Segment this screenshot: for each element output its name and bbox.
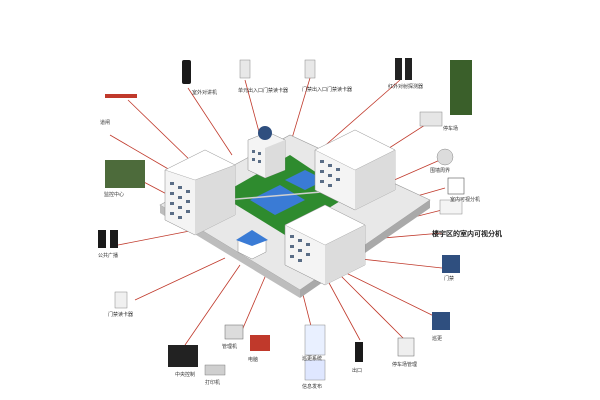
access-icon [442,255,460,273]
speaker-icon [98,230,106,248]
line-l5 [134,257,226,301]
label-top4: 红外对射探测器 [388,84,424,90]
label-bottom4: 打印机 [205,380,221,386]
label-bottom6: 信息发布 [302,384,323,390]
label-top2: 单元出入口门禁读卡器 [238,88,289,94]
building-left [164,149,236,236]
line-b2 [239,269,269,336]
label-bottom2: 管理机 [222,344,238,350]
patrol-icon [432,312,450,330]
infrared-sensor-icon [395,58,402,80]
label-left2: 监控中心 [104,192,125,198]
label-left1: 道闸 [100,120,111,126]
video-unit-icon [439,199,463,215]
line-l2 [109,134,171,171]
building-center-tower [247,126,286,179]
label-left4: 门禁读卡器 [108,312,134,318]
label-top1: 室外对讲机 [192,90,218,96]
line-b1 [184,264,241,346]
label-bottom7: 出口 [352,368,363,374]
monitor-wall-icon [105,160,145,188]
label-top3: 门禁出入口门禁读卡器 [302,87,353,93]
label-right3: 室内可视分机 [450,197,481,203]
exit-device-icon [355,342,363,362]
card-reader-icon [239,59,251,79]
line-l1 [127,99,196,166]
line-b5 [332,267,406,341]
line-top3 [289,77,311,146]
line-top4 [319,79,401,151]
manager-unit-icon [224,324,244,340]
label-bottom3: 电脑 [248,357,259,363]
parking-equipment-icon [450,60,472,115]
label-room-visual: 楼宇区的室内可视分机 [432,230,502,238]
indoor-monitor-icon [447,177,465,195]
parking-mgmt-icon [397,337,415,357]
label-right5: 门禁 [444,276,455,282]
label-right2: 围墙周界 [430,168,451,174]
card-reader-icon-2 [304,59,316,79]
building-right-front [284,204,366,286]
label-bottom9: 停车场管理 [392,362,418,368]
label-left3: 公共广播 [98,253,119,259]
printer-icon [204,364,226,376]
infrared-sensor-icon-2 [405,58,412,80]
label-right6: 巡更 [432,336,443,342]
gatehouse [236,230,268,260]
phone-icon [182,60,191,84]
barrier-gate-icon [105,94,137,98]
dome-camera-icon [436,148,454,166]
line-r6 [351,257,443,269]
patrol-system-icon [304,324,326,356]
access-reader-icon [114,291,128,309]
label-bottom1: 中央控制 [175,372,196,378]
line-top1 [187,87,233,156]
line-r7 [339,269,443,321]
speaker-icon-2 [110,230,118,248]
label-right1: 停车场 [443,126,459,132]
control-monitor-icon [168,345,198,367]
computer-icon [250,335,270,351]
device-icons [98,58,472,381]
building-right-back [314,129,396,211]
label-bottom5: 巡更系统 [302,356,323,362]
intercom-panel-icon [419,111,443,127]
info-panel-icon [304,359,326,381]
